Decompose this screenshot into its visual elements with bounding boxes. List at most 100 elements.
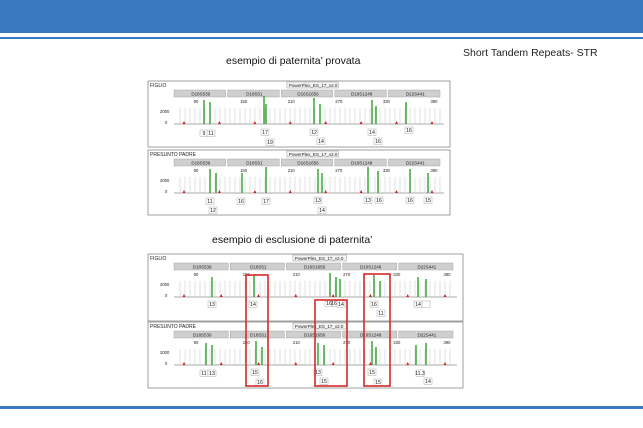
locus-label: D22S441 <box>406 91 425 96</box>
locus-box <box>281 158 334 167</box>
size-standard-marker <box>257 294 261 297</box>
axis-tick-label: 210 <box>293 272 301 277</box>
locus-label: D16S1656 <box>297 160 319 165</box>
allele-label: 17 <box>262 130 268 136</box>
locus-box <box>229 330 285 339</box>
allele-box <box>404 126 414 134</box>
y-axis-label: 2000 <box>160 109 170 114</box>
axis-tick-label: 210 <box>293 340 301 345</box>
allele-label: 13 <box>209 302 215 308</box>
kit-name: PowerPlex_ES_17_v2.0 <box>289 152 338 157</box>
size-standard-marker <box>324 190 328 193</box>
axis-tick-label: 90 <box>194 99 199 104</box>
allele-box <box>206 129 216 137</box>
locus-box <box>227 158 280 167</box>
allele-box <box>260 128 270 136</box>
axis-tick-label: 90 <box>194 340 199 345</box>
panel-label: FIGLIO <box>150 256 167 262</box>
allele-label: 14 <box>369 130 375 136</box>
allele-label: 16 <box>406 128 412 134</box>
y-axis-label: 2000 <box>160 282 170 287</box>
allele-label: 11 <box>207 199 212 205</box>
axis-tick-label: 390 <box>444 340 452 345</box>
size-standard-marker <box>219 294 223 297</box>
locus-label: D16S1656 <box>304 264 326 269</box>
allele-label: 16.3 <box>331 301 341 307</box>
y-axis-label: 0 <box>165 189 168 194</box>
axis-tick-label: 330 <box>383 99 391 104</box>
locus-label: D18S51 <box>250 332 267 337</box>
allele-box <box>319 377 329 385</box>
allele-box <box>367 368 377 376</box>
axis-tick-label: 390 <box>444 272 452 277</box>
kit-box <box>286 81 339 89</box>
axis-tick-label: 270 <box>335 168 343 173</box>
allele-box <box>376 309 386 317</box>
allele-box <box>415 369 425 377</box>
locus-box <box>229 262 285 271</box>
kit-name: PowerPlex_ES_17_v2.0 <box>289 83 338 88</box>
slide-title: Short Tandem Repeats- STR <box>463 47 598 59</box>
locus-label: D10S1248 <box>351 160 373 165</box>
allele-box <box>423 377 433 385</box>
allele-label: 15 <box>425 198 431 204</box>
locus-box <box>388 158 441 167</box>
allele-label: 14 <box>425 379 431 385</box>
size-standard-marker <box>359 121 363 124</box>
size-standard-marker <box>430 121 434 124</box>
allele-label: 16 <box>376 198 382 204</box>
locus-label: D18S51 <box>250 264 267 269</box>
size-standard-marker <box>395 190 399 193</box>
size-standard-marker <box>182 190 186 193</box>
locus-box <box>173 158 226 167</box>
locus-label: D18S539 <box>191 91 210 96</box>
allele-box <box>373 137 383 145</box>
locus-box <box>281 89 334 98</box>
allele-box <box>236 197 246 205</box>
allele-label: 14 <box>415 302 421 308</box>
allele-label: 16 <box>371 302 377 308</box>
locus-box <box>286 262 341 271</box>
allele-label: 15 <box>252 370 258 376</box>
kit-box <box>286 150 339 158</box>
allele-label: 12 <box>311 130 317 136</box>
size-standard-marker <box>406 362 410 365</box>
axis-tick-label: 330 <box>383 168 391 173</box>
allele-label: 15 <box>369 370 375 376</box>
axis-tick-label: 150 <box>240 168 248 173</box>
size-standard-marker <box>288 190 292 193</box>
size-standard-marker <box>443 294 447 297</box>
allele-box <box>423 196 433 204</box>
locus-label: D10S1248 <box>360 332 382 337</box>
allele-label: 14 <box>319 208 325 214</box>
allele-box <box>313 368 323 376</box>
size-standard-marker <box>257 362 261 365</box>
locus-box <box>173 262 229 271</box>
allele-box <box>208 206 218 214</box>
size-standard-marker <box>368 294 372 297</box>
allele-label: 16 <box>257 380 263 386</box>
allele-label: 16 <box>375 139 381 145</box>
allele-box <box>367 128 377 136</box>
allele-box <box>309 128 319 136</box>
allele-box <box>313 196 323 204</box>
size-standard-marker <box>368 362 372 365</box>
locus-box <box>173 89 226 98</box>
locus-box <box>398 330 454 339</box>
exclusion-highlight-box <box>245 274 269 387</box>
allele-box <box>205 197 215 205</box>
axis-tick-label: 390 <box>431 168 439 173</box>
allele-label: 11.3 <box>415 371 425 377</box>
allele-label: 13 <box>365 198 371 204</box>
allele-label: 15 <box>321 379 327 385</box>
y-axis-label: 0 <box>165 120 168 125</box>
caption-paternity-proven: esempio di paternita’ provata <box>226 55 361 67</box>
y-axis-label: 0 <box>165 293 168 298</box>
axis-tick-label: 210 <box>288 168 296 173</box>
size-standard-marker <box>294 362 298 365</box>
kit-name: PowerPlex_ES_17_v2.0 <box>295 256 344 261</box>
size-standard-marker <box>182 121 186 124</box>
